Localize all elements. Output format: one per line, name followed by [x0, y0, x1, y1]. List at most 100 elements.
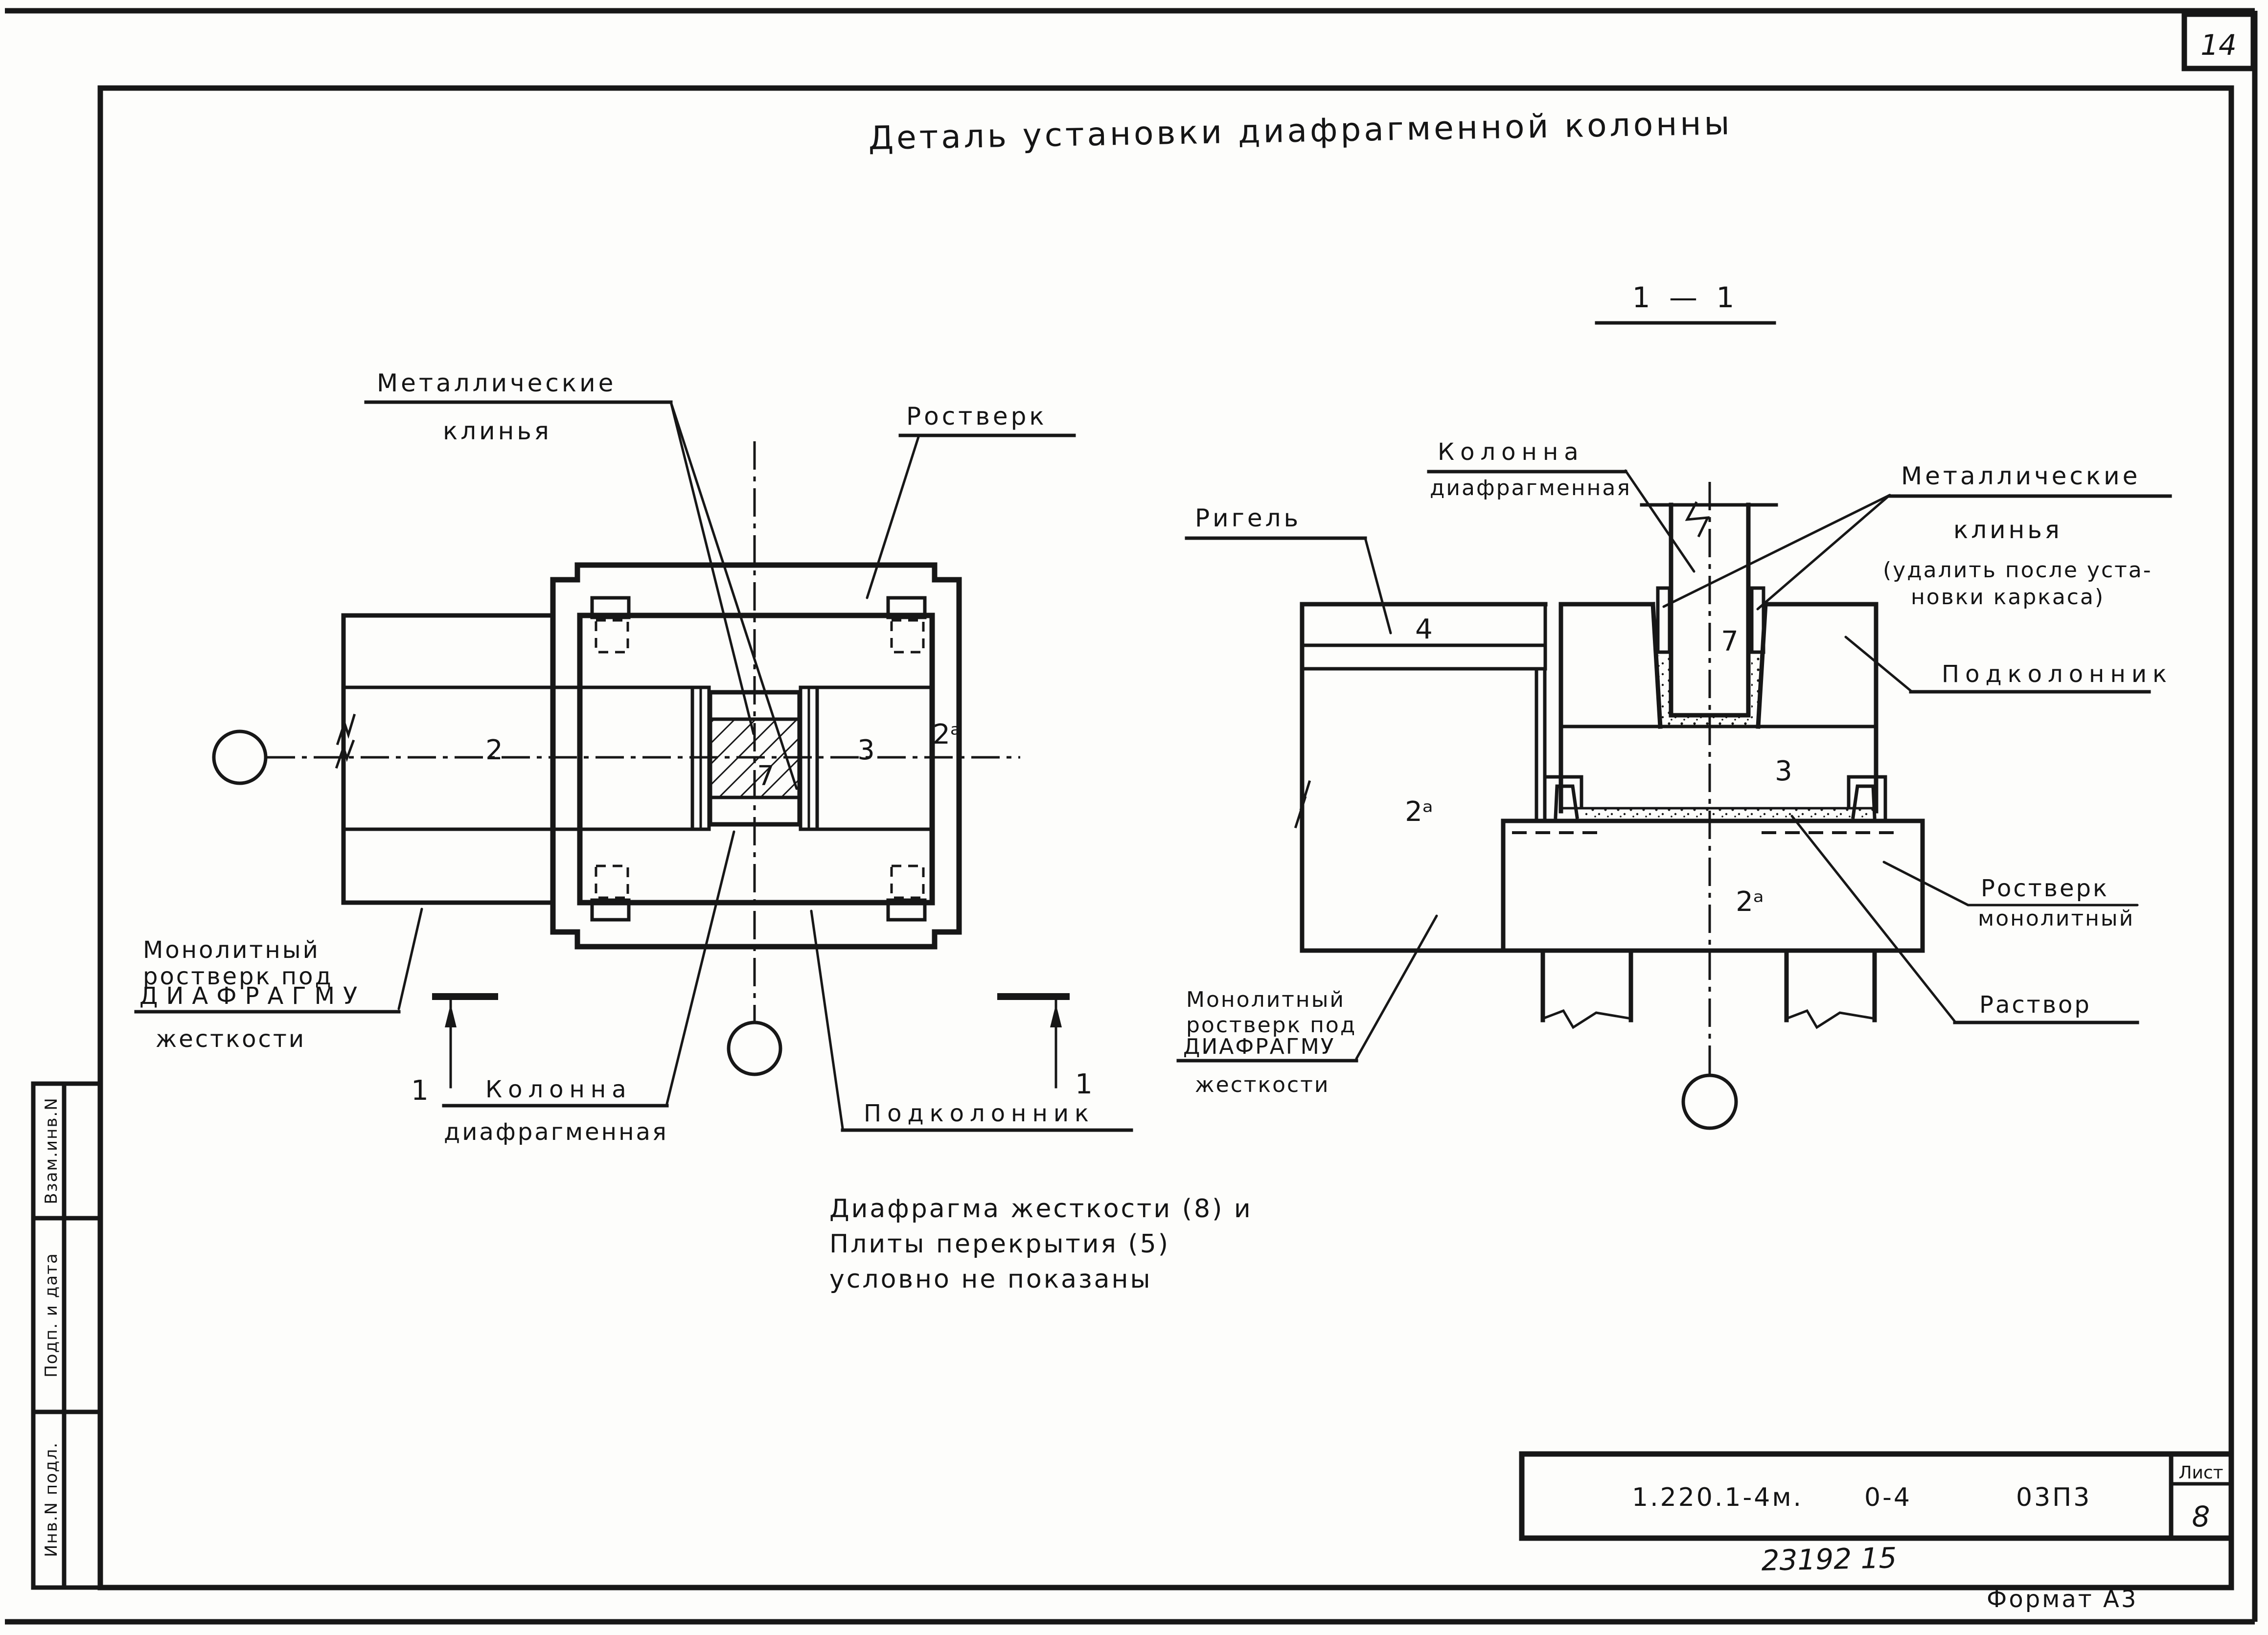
doc-code: 1.220.1-4м.	[1632, 1483, 1803, 1512]
axis-circle-bottom	[727, 1021, 782, 1076]
clamp-right-inner	[1851, 784, 1877, 819]
plan-label-monolithic: Монолитный ростверк под ДИАФРАГМУ жестко…	[134, 908, 423, 1053]
section-wedges-line2: клинья	[1953, 516, 2062, 544]
note-line2: Плиты перекрытия (5)	[829, 1229, 1170, 1259]
rostverk-mono-leader	[1882, 861, 2139, 907]
doc-mid: 0-4	[1864, 1483, 1912, 1512]
clip-dashed-bottom-right	[890, 864, 925, 899]
title-block: Лист 8 1.220.1-4м. 0-4 03П3	[1519, 1451, 2234, 1541]
drawing-frame	[97, 85, 2234, 1590]
cut-arrow-left	[445, 1004, 457, 1027]
clip-tab-bottom-right	[886, 898, 927, 922]
section-podkolonnik	[1558, 602, 1879, 814]
plan-view: 2 3 2ᵃ 7 Металлические клинья Ростверк М…	[134, 369, 1133, 1146]
format-note: Формат А3	[1987, 1586, 2138, 1613]
grillage-outer-outline	[550, 562, 962, 950]
block-break-mark	[1294, 780, 1311, 829]
section-podkolonnik-leader	[1844, 636, 1912, 692]
pile-left-break	[1541, 1009, 1632, 1029]
beam-and-block	[1294, 602, 1548, 953]
metal-wedge-left	[1656, 586, 1672, 654]
section-view: 1 — 1	[1176, 281, 2173, 1130]
section-label-podkolonnik: Подколонник	[1844, 636, 2173, 694]
grout-stipple	[1655, 656, 1764, 726]
clamp-right-outer	[1847, 775, 1887, 819]
sheet-chrome: 14 Взам.инв.N Подп. и дата Инв.N подл. Л…	[5, 8, 2258, 1625]
clip-dashed-top-left	[595, 619, 629, 654]
mark-4: 4	[1415, 613, 1433, 645]
section-wedges-leader-1	[1662, 494, 1891, 608]
rastvor-label: Раствор	[1979, 991, 2091, 1019]
section-wedges-line3: (удалить после уста-	[1883, 558, 2153, 583]
section-mono-line1: Монолитный	[1186, 987, 1345, 1012]
diaphragm-band	[336, 613, 934, 905]
clip-dashed-top-right	[890, 619, 925, 654]
rastvor-leader	[1790, 815, 1956, 1023]
mono-line2: ростверк под	[143, 963, 333, 990]
plan-podkolonnik-leader	[810, 909, 844, 1130]
section-title: 1 — 1	[1632, 281, 1740, 314]
rigel-label: Ригель	[1195, 504, 1301, 532]
grillage-inner-outline	[577, 613, 935, 906]
plan-column-line1: Колонна	[485, 1076, 632, 1103]
cut-label-right: 1	[1075, 1068, 1093, 1100]
metal-wedges-line2: клинья	[443, 417, 552, 445]
sheet-number: 8	[2192, 1500, 2210, 1533]
rigel-leader	[1364, 537, 1392, 635]
rostverk-leader	[866, 434, 920, 599]
piles	[1540, 948, 1877, 1029]
mono-line1: Монолитный	[143, 936, 320, 964]
section-mono-leader	[1355, 914, 1438, 1060]
axis-circle-left	[212, 729, 268, 785]
section-axis-circle	[1681, 1073, 1738, 1130]
stamp-inv-label: Инв.N подл.	[42, 1442, 61, 1557]
section-label-wedges: Металлические клинья (удалить после уста…	[1662, 462, 2172, 611]
page-number-border	[2181, 11, 2256, 71]
sheet-label: Лист	[2178, 1463, 2223, 1483]
section-column-line1: Колонна	[1438, 438, 1584, 466]
mark-2a-left: 2ᵃ	[1405, 796, 1433, 828]
plan-column-leader	[665, 830, 735, 1105]
clip-tab-top-left	[590, 596, 631, 619]
clip-dashed-bottom-left	[595, 864, 629, 899]
section-grillage	[1300, 818, 1925, 953]
stamp-zam-label: Взам.инв.N	[42, 1097, 61, 1204]
section-column-leader	[1624, 469, 1695, 573]
section-socket	[1650, 586, 1768, 729]
page-number-box: 14	[2181, 11, 2256, 71]
section-label-rastvor: Раствор	[1790, 815, 2139, 1024]
plan-column-outline	[708, 690, 802, 827]
plan-label-rostverk: Ростверк	[866, 402, 1076, 599]
mark-2: 2	[485, 734, 503, 766]
mark-2a-bottom: 2ᵃ	[1736, 886, 1764, 918]
clip-tab-bottom-left	[590, 898, 631, 922]
plan-label-column: Колонна диафрагменная	[442, 830, 735, 1146]
section-label-column: Колонна диафрагменная	[1427, 438, 1695, 573]
stamp-outline	[31, 1081, 103, 1590]
drawing-title: Деталь установки диафрагменной колонны	[868, 104, 1733, 157]
cut-arrow-right	[1050, 1004, 1062, 1027]
metal-wedge-right	[1750, 586, 1765, 654]
section-label-rigel: Ригель	[1185, 504, 1392, 635]
corner-clips	[590, 596, 927, 922]
section-podkolonnik-label: Подколонник	[1942, 660, 2173, 688]
mono-line4: жесткости	[156, 1025, 306, 1053]
plan-label-podkolonnik: Подколонник	[810, 909, 1133, 1132]
drawing-note: Диафрагма жесткости (8) и Плиты перекрыт…	[829, 1194, 1251, 1294]
section-mono-line2: ростверк под	[1186, 1013, 1356, 1038]
section-column-line2: диафрагменная	[1430, 476, 1631, 500]
section-mono-line3: ДИАФРАГМУ	[1183, 1034, 1335, 1059]
metal-wedges-leader-1	[669, 401, 755, 735]
title-block-border	[1519, 1451, 2234, 1541]
stamp-podp-label: Подп. и дата	[42, 1252, 61, 1378]
metal-wedges-line1: Металлические	[377, 369, 616, 397]
metal-wedges-leader-2	[669, 401, 798, 790]
rostverk-mono-line1: Ростверк	[1981, 875, 2109, 902]
plan-label-metal-wedges: Металлические клинья	[364, 369, 798, 790]
section-label-rostverk: Ростверк монолитный	[1882, 861, 2139, 931]
section-wedges-line4: новки каркаса)	[1911, 585, 2105, 610]
note-line3: условно не показаны	[829, 1265, 1152, 1294]
section-label-monolithic: Монолитный ростверк под ДИАФРАГМУ жестко…	[1176, 914, 1438, 1097]
